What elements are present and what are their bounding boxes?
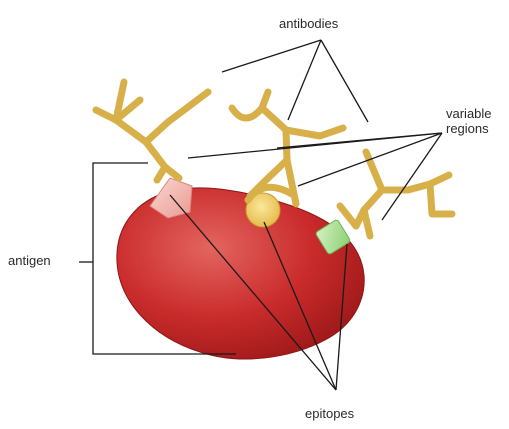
label-variable-regions: variable regions (446, 106, 492, 136)
label-epitopes: epitopes (305, 406, 354, 421)
label-antibodies: antibodies (279, 16, 338, 31)
label-variable-line-1: variable (446, 106, 492, 121)
label-antigen: antigen (8, 253, 51, 268)
antibody-1 (96, 82, 208, 180)
label-variable-line-2: regions (446, 121, 492, 136)
antigen-cell (117, 188, 364, 359)
